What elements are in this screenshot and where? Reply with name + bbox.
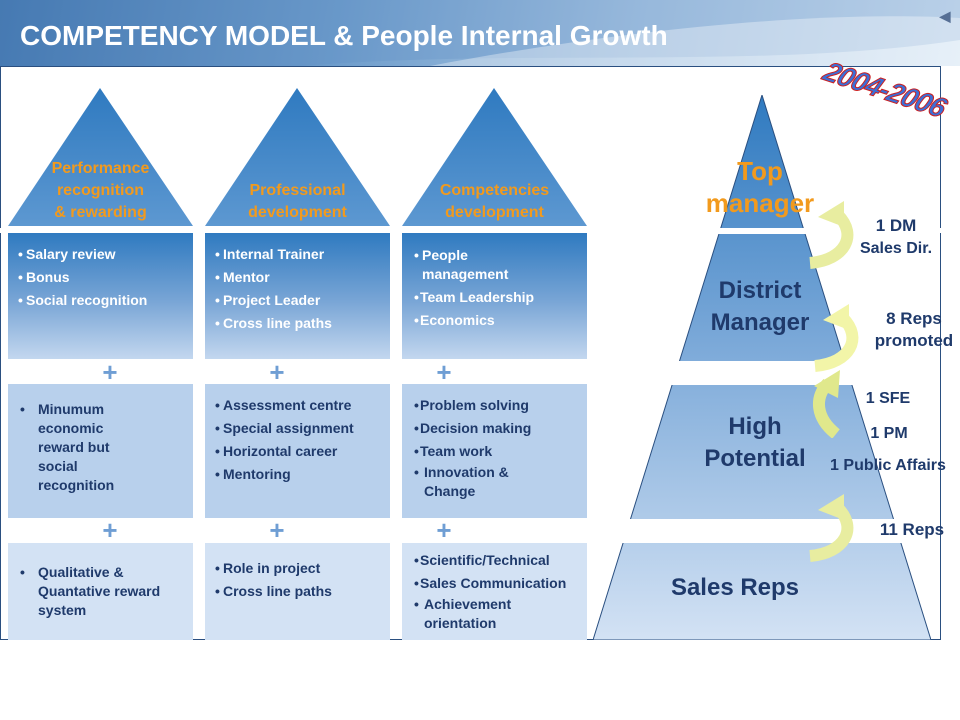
list-item: Sales Communication	[412, 572, 581, 595]
promotion-arrow-icon	[809, 201, 854, 269]
promotion-pm: 1 PM	[870, 425, 908, 442]
plus-sign: +	[436, 515, 452, 545]
promotion-sfe: 1 SFE	[865, 390, 911, 407]
column-triangle	[402, 88, 587, 226]
promotion-to-sales: 11 Reps	[879, 520, 945, 539]
list-item: Horizontal career	[215, 440, 384, 463]
list-item: Project Leader	[215, 289, 384, 312]
level-high-potential: High Potential	[704, 413, 806, 472]
list-item: Decision making	[412, 417, 581, 440]
list-item: Mentor	[215, 266, 384, 289]
list-item: Role in project	[215, 557, 384, 580]
level-sales-reps: Sales Reps	[670, 574, 800, 601]
list-item: Team Leadership	[412, 288, 581, 307]
promotion-to-top: 1 DM	[875, 216, 917, 235]
level-top-manager: Top manager	[705, 156, 815, 218]
promotion-arrow-icon	[809, 494, 854, 562]
list-item: Achievement orientation	[412, 595, 534, 633]
promotion-to-district: 8 Reps promoted	[874, 309, 954, 350]
list-item: Mentoring	[215, 463, 384, 486]
column-triangle	[205, 88, 390, 226]
back-arrow-icon[interactable]: ◀	[939, 8, 951, 24]
list-item: Salary review	[18, 243, 187, 266]
row3-box: Role in project Cross line paths	[205, 543, 390, 640]
row2-box: Problem solving Decision making Team wor…	[402, 384, 587, 518]
row1-box: People management Team Leadership Econom…	[402, 233, 587, 359]
plus-sign: +	[269, 357, 285, 387]
column-heading: Competencies development	[439, 182, 550, 221]
level-district-manager: District Manager	[710, 277, 810, 336]
header-background	[0, 0, 960, 66]
list-item: Special assignment	[215, 417, 384, 440]
column-professional: Professional development Internal Traine…	[205, 0, 390, 720]
plus-sign: +	[102, 357, 118, 387]
plus-sign: +	[436, 357, 452, 387]
list-item: Qualitative & Quantative reward system	[18, 563, 168, 620]
promotion-public-affairs: 1 Public Affairs	[830, 457, 946, 474]
list-item: Bonus	[18, 266, 187, 289]
promotion-to-top-role: Sales Dir.	[859, 240, 933, 257]
list-item: Cross line paths	[215, 580, 384, 603]
row2-box: Minumum economic reward but social recog…	[8, 384, 193, 518]
plus-sign: +	[102, 515, 118, 545]
plus-sign: +	[269, 515, 285, 545]
row3-box: Scientific/Technical Sales Communication…	[402, 543, 587, 640]
list-item: People management	[412, 246, 522, 284]
row1-box: Internal Trainer Mentor Project Leader C…	[205, 233, 390, 359]
list-item: Problem solving	[412, 394, 581, 417]
list-item: Team work	[412, 440, 581, 463]
list-item: Cross line paths	[215, 312, 384, 335]
column-heading: Performance recognition & rewarding	[51, 160, 150, 221]
list-item: Minumum economic reward but social recog…	[18, 400, 148, 495]
separator-band	[0, 228, 960, 233]
promotion-arrow-icon	[814, 304, 859, 372]
column-performance: Performance recognition & rewarding Sala…	[8, 0, 193, 720]
row2-box: Assessment centre Special assignment Hor…	[205, 384, 390, 518]
column-heading: Professional development	[248, 182, 347, 221]
column-triangle	[8, 88, 193, 226]
list-item: Economics	[412, 311, 581, 330]
page-title: COMPETENCY MODEL & People Internal Growt…	[20, 20, 668, 51]
list-item: Internal Trainer	[215, 243, 384, 266]
column-competencies: Competencies development People manageme…	[402, 0, 587, 720]
row1-box: Salary review Bonus Social recognition	[8, 233, 193, 359]
row3-box: Qualitative & Quantative reward system	[8, 543, 193, 640]
list-item: Assessment centre	[215, 394, 384, 417]
header-swoosh	[0, 0, 960, 66]
list-item: Innovation & Change	[412, 463, 524, 501]
list-item: Scientific/Technical	[412, 549, 581, 572]
list-item: Social recognition	[18, 289, 187, 312]
promotion-arrow-icon	[813, 370, 840, 438]
